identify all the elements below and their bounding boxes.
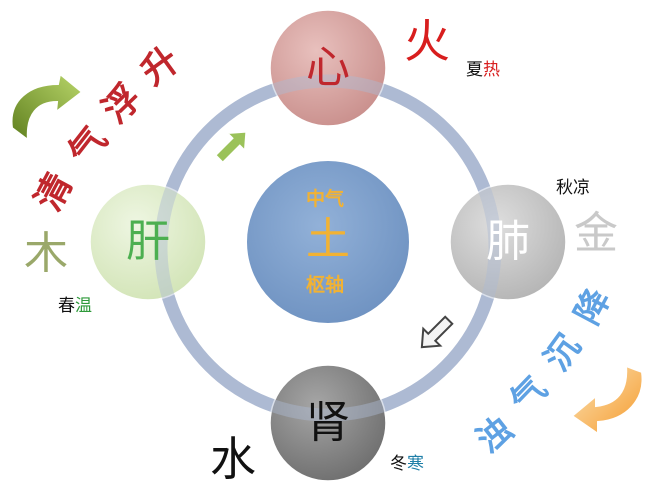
season-autumn-quality: 凉 — [573, 178, 590, 198]
liver-circle — [89, 183, 207, 301]
center-circle — [245, 159, 411, 325]
season-spring: 春温 — [58, 298, 92, 315]
season-summer: 夏热 — [466, 62, 500, 79]
center-bottom-label: 枢轴 — [306, 274, 345, 296]
curved-down-arrow-icon — [570, 364, 644, 436]
lung-circle — [449, 183, 567, 301]
season-autumn-name: 秋 — [556, 178, 573, 198]
element-wood-label: 木 — [24, 228, 68, 279]
season-winter-name: 冬 — [390, 454, 407, 474]
season-winter-quality: 寒 — [407, 454, 424, 474]
heart-circle — [269, 9, 387, 127]
cycle-ring-overlay — [154, 74, 502, 422]
organ-heart-label: 心 — [306, 42, 350, 93]
up-right-arrow-icon — [214, 131, 247, 164]
season-autumn: 秋凉 — [556, 180, 590, 197]
season-summer-name: 夏 — [466, 60, 483, 80]
season-summer-quality: 热 — [483, 60, 500, 80]
curved-up-arrow-icon — [10, 72, 84, 143]
organ-liver-label: 肝 — [126, 216, 170, 267]
element-water-label: 水 — [210, 432, 256, 486]
organ-lung-label: 肺 — [486, 216, 530, 267]
organ-kidney-label: 肾 — [306, 397, 350, 448]
element-metal-label: 金 — [574, 208, 618, 259]
down-left-arrow-icon — [420, 315, 454, 349]
season-spring-quality: 温 — [75, 296, 92, 316]
season-spring-name: 春 — [58, 296, 75, 316]
element-fire-label: 火 — [404, 14, 450, 68]
center-top-label: 中气 — [306, 188, 345, 210]
center-main-label: 土 — [306, 214, 350, 265]
kidney-circle — [269, 364, 387, 482]
season-winter: 冬寒 — [390, 456, 424, 473]
